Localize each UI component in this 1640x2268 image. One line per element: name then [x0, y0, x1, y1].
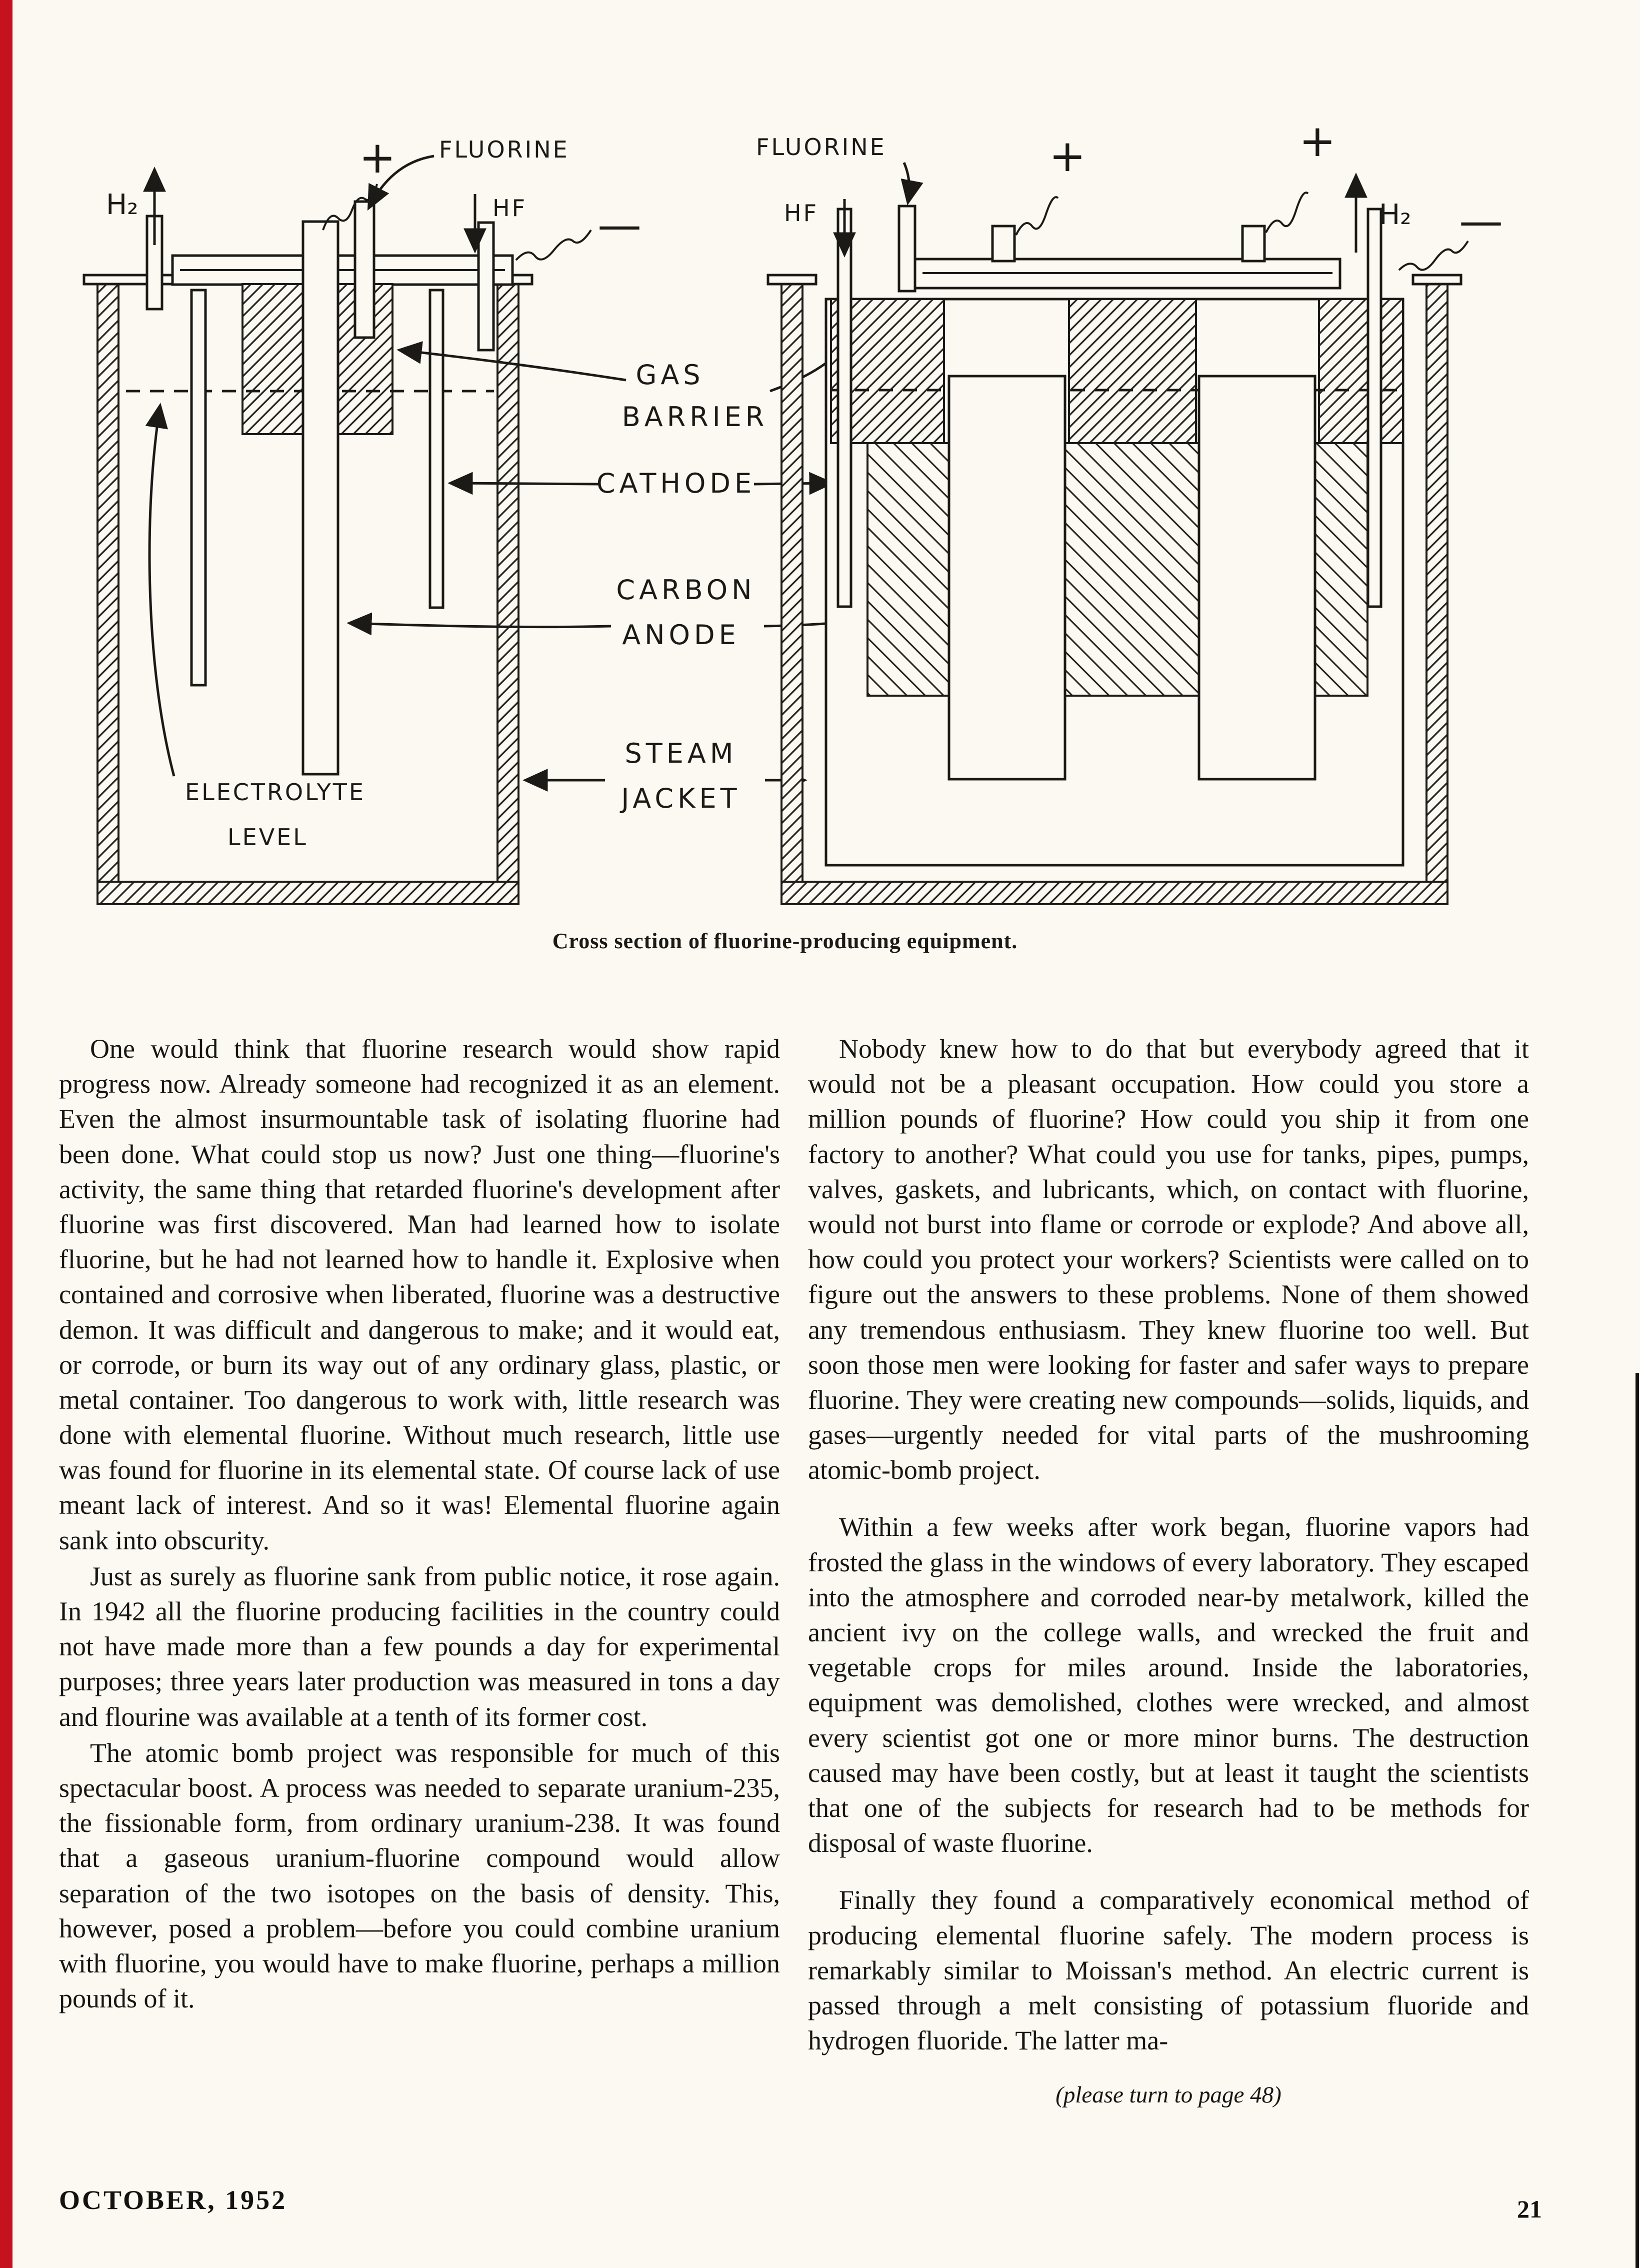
paragraph: Within a few weeks after work began, flu…: [808, 1512, 1529, 1858]
paragraph: Finally they found a comparatively econo…: [808, 1885, 1529, 2056]
barrier-label: BARRIER: [622, 401, 768, 433]
right-anode-stem-1: [991, 225, 1016, 263]
right-gas-barrier-block-3: [1318, 298, 1404, 444]
h2-label-right: H₂: [1379, 199, 1412, 231]
right-anode-lead-coil-1: [1015, 196, 1059, 236]
anode-label: ANODE: [622, 619, 740, 651]
hf-label-right: HF: [784, 200, 818, 227]
electrolyte-level-arrow: [145, 403, 176, 777]
left-cathode-bar: [190, 289, 207, 687]
left-h2-tube: [146, 215, 164, 311]
cathode-label: CATHODE: [596, 468, 756, 499]
issue-date: OCTOBER, 1952: [59, 2185, 288, 2215]
left-column: One would think that fluorine research w…: [59, 1031, 780, 2132]
plus-terminal-right-2: +: [1299, 115, 1336, 167]
carbon-anode-arrow-left: [346, 612, 612, 636]
page-number: 21: [1517, 2195, 1542, 2223]
cathode-arrow-left: [448, 472, 600, 495]
center-callouts: GAS BARRIER CATHODE CARBON ANODE STEAM J…: [346, 334, 928, 814]
gas-barrier-arrow-left: [396, 341, 626, 382]
left-cell-bottom: [96, 881, 520, 905]
right-gas-barrier-block-2: [1068, 298, 1197, 444]
right-cell-left-wall: [780, 283, 804, 905]
gas-label: GAS: [636, 359, 704, 391]
minus-terminal-right: —: [1459, 195, 1503, 247]
right-h2-cathode-tube: [1366, 208, 1382, 608]
fluorine-arrow-right: [900, 162, 924, 206]
scan-edge-line: [1636, 1373, 1639, 2268]
paragraph: Just as surely as fluorine sank from pub…: [59, 1561, 780, 1732]
right-anode-bar-1: [948, 375, 1066, 781]
right-cell-flange-right: [1412, 274, 1462, 286]
minus-terminal-left: —: [598, 199, 642, 251]
right-cell-bottom: [780, 881, 1448, 905]
left-cathode-bar-2: [428, 289, 444, 609]
left-hf-tube: [477, 221, 495, 352]
electrolyte-label: ELECTROLYTE: [185, 779, 366, 806]
right-anode-lead-coil-2: [1265, 192, 1309, 233]
fluorine-equipment-diagram: H₂ + FLUORINE HF — ELECTROLYTE LEVEL GAS…: [82, 115, 1503, 905]
continuation-note: (please turn to page 48): [1056, 2082, 1282, 2108]
fluorine-arrow-left: [367, 155, 434, 211]
paragraph: The atomic bomb project was responsible …: [59, 1737, 780, 2014]
carbon-label: CARBON: [616, 574, 756, 606]
left-cell-right-wall: [496, 283, 520, 905]
red-edge-strip: [0, 0, 12, 2268]
plus-terminal-right-1: +: [1049, 130, 1086, 182]
jacket-label: JACKET: [620, 783, 740, 814]
steam-label: STEAM: [625, 738, 738, 769]
paragraph: One would think that fluorine research w…: [59, 1034, 780, 1555]
right-cathode-lead-coil: [1398, 240, 1469, 271]
fluorine-label-left: FLUORINE: [439, 136, 570, 163]
hf-label-left: HF: [492, 195, 527, 222]
left-cell-flange-left: [82, 274, 180, 286]
h2-label-left: H₂: [106, 189, 138, 221]
left-carbon-anode-bar: [302, 220, 340, 776]
right-column: Nobody knew how to do that but everybody…: [808, 1031, 1529, 2132]
paragraph: Nobody knew how to do that but everybody…: [808, 1034, 1529, 1485]
figure-caption: Cross section of fluorine-producing equi…: [552, 929, 1018, 953]
left-cathode-lead-coil: [515, 229, 592, 261]
right-cell: FLUORINE HF + + H₂ —: [756, 115, 1503, 905]
right-cell-right-wall: [1426, 283, 1448, 905]
right-hf-cathode-tube: [836, 208, 852, 608]
right-anode-bar-2: [1198, 375, 1316, 781]
fluorine-label-right: FLUORINE: [756, 134, 886, 161]
left-cell: H₂ + FLUORINE HF — ELECTROLYTE LEVEL: [82, 132, 642, 905]
left-fluorine-tube: [354, 200, 376, 339]
right-anode-stem-2: [1241, 225, 1266, 263]
right-cell-flange-left: [766, 274, 818, 286]
level-label: LEVEL: [228, 824, 308, 851]
left-cell-left-wall: [96, 283, 120, 905]
article-body: One would think that fluorine research w…: [59, 1031, 1529, 2132]
plus-terminal-left: +: [359, 132, 396, 183]
right-fluorine-tube: [898, 205, 916, 293]
